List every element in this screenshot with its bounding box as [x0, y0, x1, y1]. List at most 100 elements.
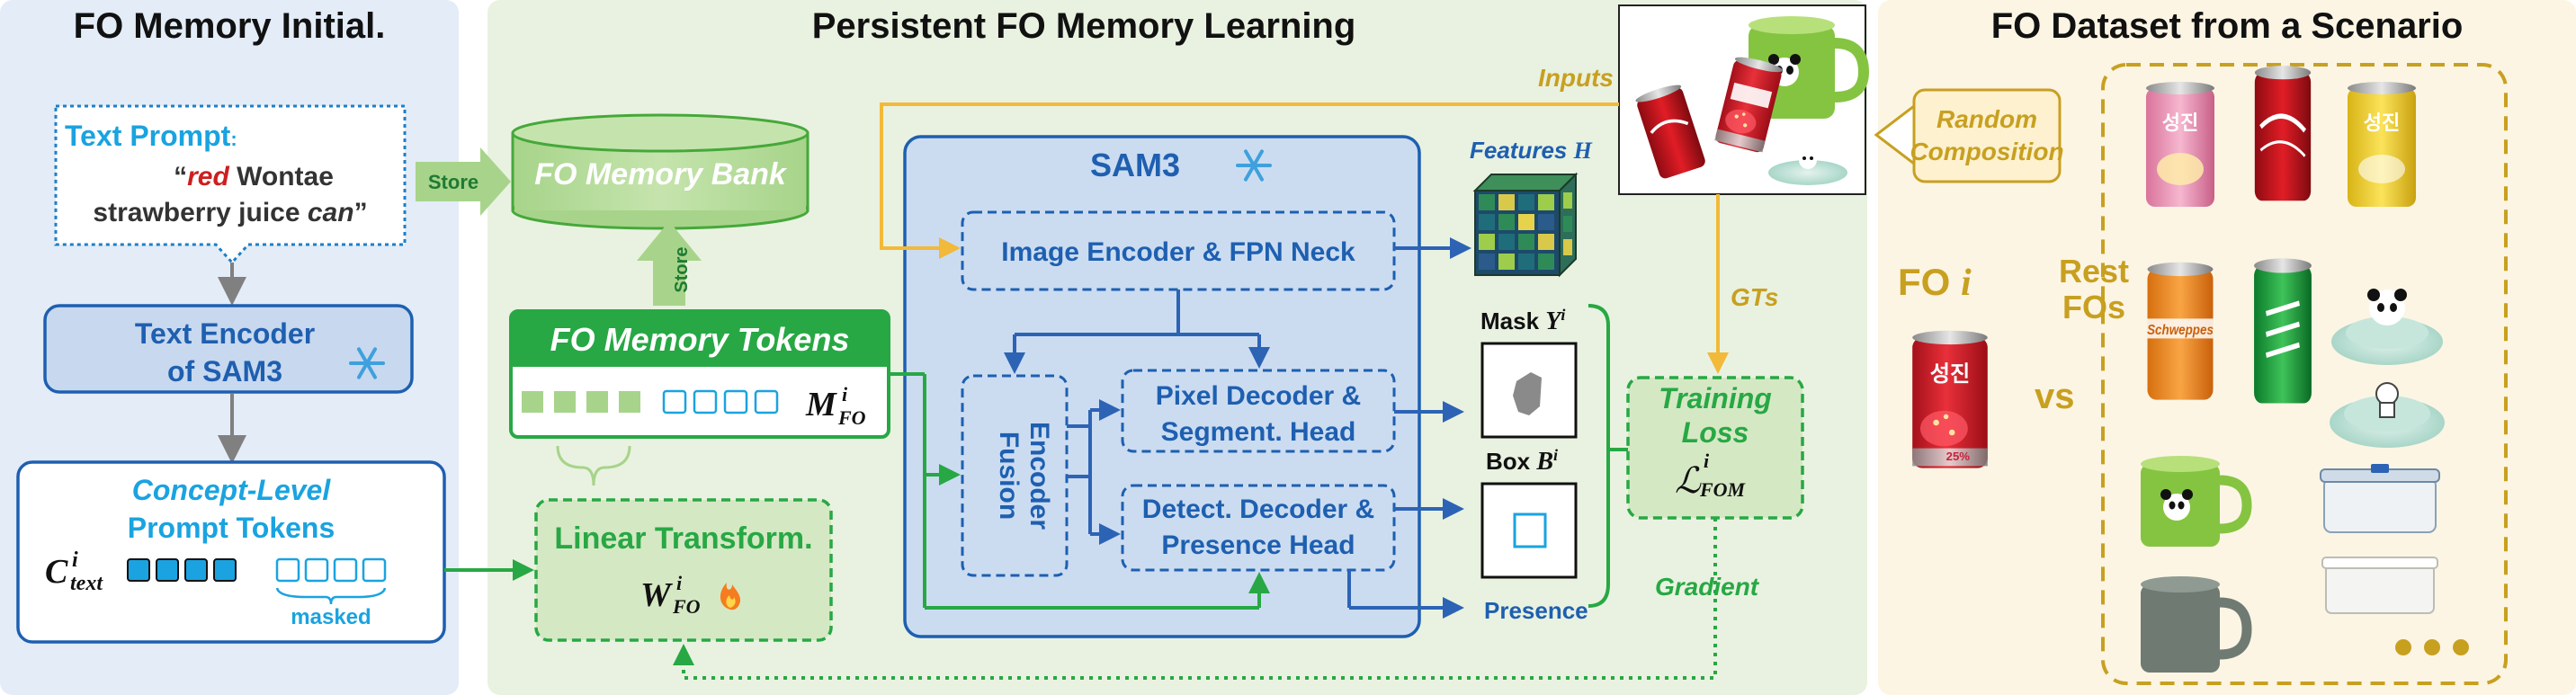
svg-text:text: text: [70, 572, 103, 595]
text-prompt-label: Text Prompt:: [65, 120, 237, 152]
detect-decoder-line2: Presence Head: [1161, 530, 1355, 560]
feature-cube: [1472, 172, 1579, 278]
vs-label: vs: [2035, 377, 2075, 416]
snowflake-icon: [349, 347, 385, 379]
concept-tokens-line1: Concept-Level: [132, 474, 332, 506]
coke-can-image: [2254, 66, 2312, 201]
memory-bank-label: FO Memory Bank: [534, 157, 788, 192]
svg-text:ℒ: ℒ: [1675, 460, 1702, 501]
inputs-arrow: [880, 102, 1619, 259]
rest-fos-line2: FOs: [2062, 289, 2125, 325]
panda-lid-image: [2331, 289, 2443, 365]
detect-decoder-line1: Detect. Decoder &: [1142, 495, 1374, 524]
gradient-arrow: [673, 518, 1717, 680]
astronaut-lid-image: [2330, 382, 2445, 448]
sam3-title: SAM3: [1090, 147, 1180, 183]
rest-fos-line1: Rest: [2059, 253, 2129, 290]
memory-token-squares: [522, 389, 779, 414]
mask-label: Mask Yi: [1480, 306, 1565, 335]
text-encoder-box: [43, 304, 414, 394]
memory-bank-cylinder: [511, 113, 809, 230]
masked-brace: [275, 587, 387, 605]
svg-text:FOM: FOM: [1699, 478, 1747, 501]
svg-text:성진: 성진: [1930, 362, 1971, 387]
svg-text:FO: FO: [837, 406, 866, 429]
box-output-rect: [1513, 512, 1547, 548]
presence-label: Presence: [1484, 597, 1588, 624]
gts-label: GTs: [1731, 283, 1778, 311]
text-prompt-bubble: [54, 104, 407, 265]
svg-text:i: i: [842, 383, 848, 405]
clear-container-image: [2320, 464, 2440, 533]
svg-text:C: C: [45, 553, 68, 591]
c-text-symbol: C i text: [45, 548, 103, 595]
svg-text:W: W: [640, 576, 674, 614]
concept-token-squares: [127, 557, 387, 583]
gradient-label: Gradient: [1655, 573, 1760, 601]
svg-text:FO: FO: [672, 595, 701, 618]
text-encoder-line2: of SAM3: [167, 355, 282, 388]
gray-mug-image: [2141, 576, 2252, 673]
text-encoder-line1: Text Encoder: [135, 317, 315, 350]
image-encoder-box: [961, 210, 1396, 291]
tokens-brace: [556, 445, 631, 486]
random-composition-line2: Composition: [1910, 138, 2063, 165]
pixel-decoder-line2: Segment. Head: [1161, 417, 1356, 447]
training-loss-line1: Training: [1659, 382, 1772, 414]
fusion-encoder-line2: Encoder: [1024, 422, 1054, 530]
random-composition-box: [1912, 88, 2062, 183]
svg-text:Schweppes: Schweppes: [2147, 323, 2214, 338]
store-vertical-label: Store: [672, 246, 692, 292]
svg-text:성진: 성진: [2364, 111, 2400, 134]
pixel-decoder-line1: Pixel Decoder &: [1156, 381, 1361, 411]
memory-to-sam3-arrows: [889, 372, 1270, 610]
inputs-label: Inputs: [1538, 64, 1614, 92]
detect-decoder-box: [1121, 484, 1396, 572]
fo-i-label: FO i: [1898, 261, 1972, 304]
training-loss-line2: Loss: [1682, 416, 1749, 449]
output-bracket: [1588, 304, 1610, 608]
flame-icon: [720, 583, 741, 610]
store-up-arrow: [637, 221, 702, 306]
sam3-internal-arrows: [1004, 237, 1471, 619]
concept-tokens-line2: Prompt Tokens: [128, 512, 335, 544]
linear-transform-box: [534, 498, 833, 642]
green-panda-mug-image: [2141, 456, 2252, 547]
masked-label: masked: [291, 605, 371, 629]
svg-text:i: i: [1704, 450, 1710, 472]
input-composite-image: [1635, 16, 1870, 185]
svg-text:M: M: [805, 386, 837, 423]
box-output-frame: [1480, 482, 1578, 579]
green-can-image: [2254, 258, 2312, 404]
store-arrow: [416, 147, 511, 216]
panel-initial-title: FO Memory Initial.: [74, 6, 386, 46]
linear-transform-title: Linear Transform.: [554, 521, 812, 556]
rest-fos-images: 성진 성진 Schweppes: [2141, 66, 2469, 673]
svg-text:i: i: [676, 572, 683, 594]
image-encoder-label: Image Encoder & FPN Neck: [1001, 237, 1355, 267]
text-prompt-line1: “red Wontae: [174, 162, 334, 192]
mask-shape: [1513, 372, 1542, 415]
rest-fos-frame: [2101, 63, 2508, 685]
features-label: Features H: [1470, 137, 1593, 164]
svg-text:성진: 성진: [2162, 111, 2198, 134]
memory-tokens-title: FO Memory Tokens: [550, 321, 850, 358]
box-label: Box Bi: [1486, 446, 1558, 476]
fo-can-image: 성진 25%: [1912, 330, 1988, 468]
yellow-can-image: 성진: [2348, 82, 2416, 207]
more-items-ellipsis: [2395, 639, 2469, 655]
svg-text:25%: 25%: [1946, 450, 1971, 463]
snowflake-icon: [1236, 149, 1272, 182]
panel-learning-title: Persistent FO Memory Learning: [812, 6, 1356, 46]
store-label: Store: [428, 171, 479, 193]
loss-symbol: ℒ i FOM: [1675, 450, 1747, 501]
panel-dataset-title: FO Dataset from a Scenario: [1991, 6, 2464, 46]
w-fo-symbol: W i FO: [640, 572, 701, 618]
svg-text:i: i: [72, 548, 78, 572]
orange-can-image: Schweppes: [2147, 262, 2214, 400]
fusion-encoder-line1: Fusion: [994, 432, 1024, 520]
random-composition-line1: Random: [1936, 105, 2037, 133]
white-container-image: [2321, 557, 2438, 614]
mask-box: [1480, 342, 1578, 439]
